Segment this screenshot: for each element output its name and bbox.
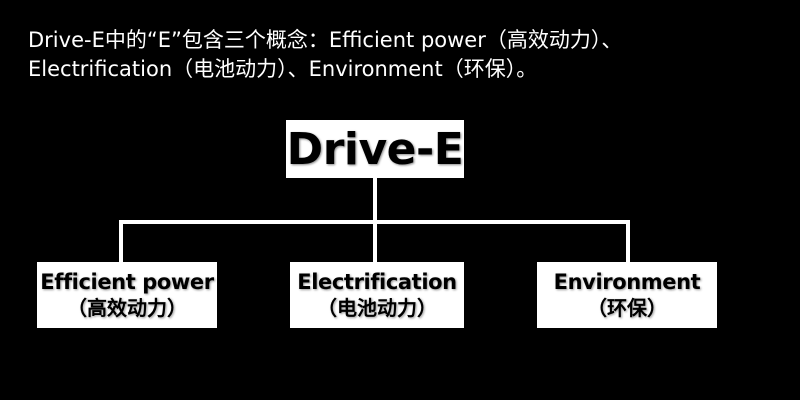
caption-line-2: Electrification（电池动力）、Environment（环保）。 bbox=[28, 57, 538, 81]
child-node-label-zh: （环保） bbox=[587, 296, 667, 320]
child-node-label-en: Environment bbox=[553, 270, 701, 294]
child-node-label-en: Efficient power bbox=[40, 270, 214, 294]
child-node-environment: Environment （环保） bbox=[537, 262, 717, 328]
caption: Drive-E中的“E”包含三个概念：Efficient power（高效动力）… bbox=[28, 26, 788, 84]
root-node: Drive-E bbox=[286, 120, 464, 178]
caption-line-1: Drive-E中的“E”包含三个概念：Efficient power（高效动力）… bbox=[28, 28, 623, 52]
child-node-label-en: Electrification bbox=[297, 270, 457, 294]
child-node-efficient-power: Efficient power （高效动力） bbox=[37, 262, 217, 328]
root-node-label: Drive-E bbox=[286, 123, 464, 175]
child-node-label-zh: （高效动力） bbox=[67, 296, 187, 320]
child-node-electrification: Electrification （电池动力） bbox=[290, 262, 464, 328]
child-node-label-zh: （电池动力） bbox=[317, 296, 437, 320]
